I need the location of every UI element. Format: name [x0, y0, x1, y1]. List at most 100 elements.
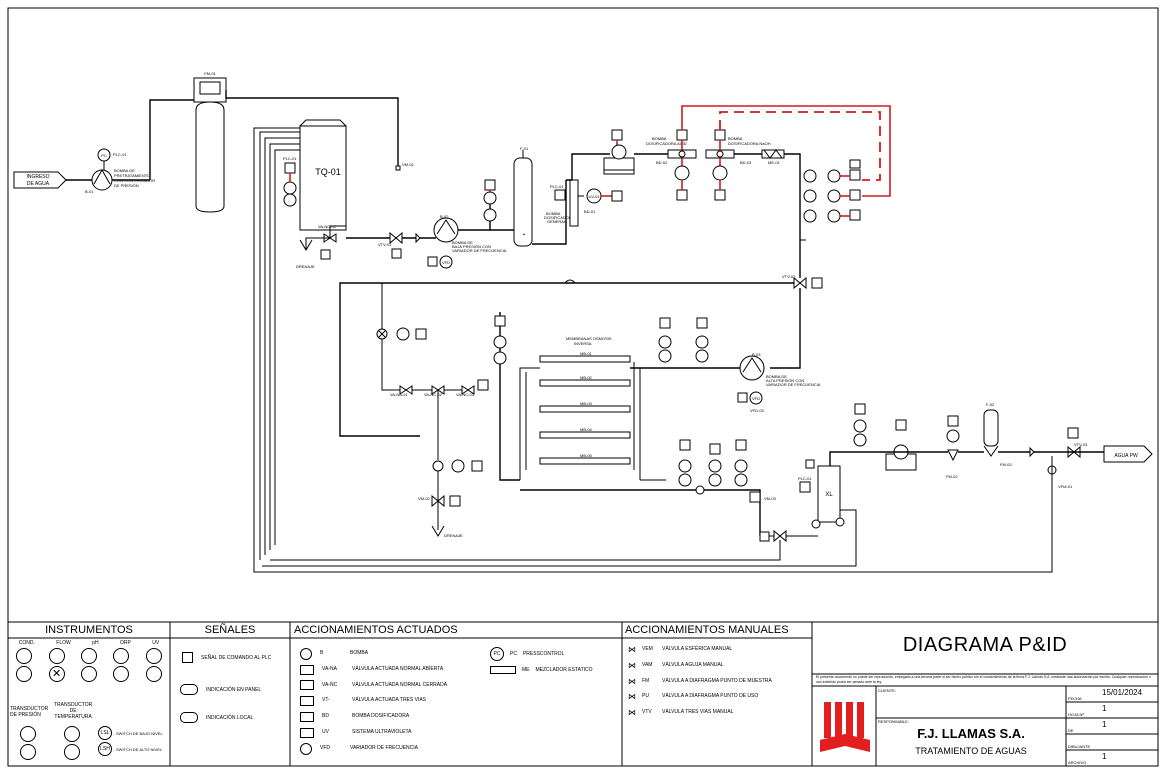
temp-transducer-line1: TRANSDUCTOR: [54, 702, 93, 708]
drawing-title: DIAGRAMA P&ID: [902, 634, 1068, 656]
manual-valve-icon: ⋈: [628, 676, 636, 686]
fm01-tag: FM-01: [204, 71, 216, 76]
bd01-desc-1: BOMBA: [546, 211, 561, 216]
mb01-tag: MB-01: [580, 351, 593, 356]
col-uv: UV: [152, 640, 160, 646]
legend-signals: SEÑALES SEÑAL DE COMANDO AL PLC INDICACI…: [170, 622, 290, 766]
actuated-symbol-icon: [300, 696, 314, 707]
pc01-plc: PLC-01: [113, 152, 127, 157]
panel-indication-symbol: [180, 684, 198, 695]
actuated-label: BOMBA: [350, 650, 369, 656]
b02-desc-3: VARIADOR DE FRECUENCIA: [452, 248, 507, 253]
mb05-tag: MB-05: [580, 453, 593, 458]
pc-symbol: PC: [490, 647, 504, 661]
signals-heading: SEÑALES: [204, 624, 256, 636]
vfm-tag: VFM-01: [1058, 484, 1073, 489]
bd-acid-2: DOSIFICADORA ACID: [646, 141, 687, 146]
vfd02-tag: VFD: [442, 260, 450, 265]
actuated-right-item: ME MEZCLADOR ESTATICO: [490, 662, 593, 678]
manual-code: VTV: [642, 709, 652, 716]
instrument-symbols-row2: ✕: [8, 666, 170, 682]
vm02-tag: VM-02: [418, 496, 431, 501]
pc-code: PC: [510, 651, 517, 657]
uv-second-stage: [853, 403, 917, 471]
vtv02-tag: VTV-02: [782, 274, 796, 279]
va-nc01-tag: VA-NC-01: [318, 224, 337, 229]
membranes-title-1: MEMBRANAS OSMOSIS: [566, 336, 612, 341]
inlet-label-line1: INGRESO: [26, 174, 49, 180]
xl-tag: XL: [825, 492, 833, 498]
filter-fm01: FM-01: [193, 71, 227, 213]
temp-transducer-line3: TEMPERATURA: [54, 714, 92, 720]
temp-transducer-line2: DE: [69, 708, 77, 714]
xl-plc-tag: PLC-01: [798, 476, 812, 481]
manual-valve-icon: ⋈: [628, 692, 636, 702]
vtv03-tag: VTV-03: [1074, 442, 1088, 447]
title-field-row: DE 1: [1066, 718, 1158, 734]
fm-valves: FM-02: [946, 415, 960, 479]
svg-text:+: +: [523, 232, 526, 238]
title-field-label: DE: [1068, 728, 1074, 733]
bd-naoh-1: BOMBA: [728, 136, 743, 141]
dosing-bd01: PLC-01 BOMBA DOSIFICADORA GENERAL BD-01: [544, 179, 596, 227]
manual-label: VÁLVULA A DIAFRAGMA PUNTO DE MUESTRA: [662, 677, 772, 684]
b03-desc-2: ALTA PRESIÓN CON: [766, 378, 804, 383]
vm03-tag: VM-03: [764, 496, 777, 501]
legend-instruments: INSTRUMENTOS COND. FLOW pH ORP UV ✕ TRAN…: [8, 622, 170, 766]
pc-label: PRESSCONTROL: [522, 651, 565, 657]
title-field-value: 1: [1102, 720, 1107, 729]
bd01-plc-tag: PLC-01: [550, 184, 564, 189]
instrument-symbols-row: [8, 648, 170, 664]
legal-notice: El presente documento no puede ser repro…: [816, 675, 1151, 684]
outlet-arrow: AGUA PW: [1103, 445, 1153, 463]
signal-panel-label: INDICACIÓN EN PANEL: [206, 686, 262, 693]
right-instrument-cluster: [803, 159, 861, 223]
manual-label: VÁLVULA TRES VIAS MANUAL: [662, 709, 734, 716]
actuated-symbol-icon: [300, 712, 314, 723]
b02-tag: B-02: [440, 214, 449, 219]
actuated-label: VÁLVULA ACTUADA NORMAL CERRADA: [352, 681, 448, 688]
uv-tag: UV-01: [588, 194, 600, 199]
valve-vtv02: VTV-02: [782, 274, 823, 290]
svg-text:F-02: F-02: [986, 402, 995, 407]
tank-plc-tag: PLC-01: [283, 156, 297, 161]
tank-tq01: TQ-01: [299, 119, 347, 231]
signal-local-label: INDICACIÓN LOCAL: [206, 714, 254, 721]
outlet-label: AGUA PW: [1114, 453, 1138, 459]
valve-va-nc01: VA-NC-01: [318, 224, 337, 243]
title-block: DIAGRAMA P&ID El presente documento no p…: [812, 622, 1158, 766]
actuated-symbol-icon: [300, 742, 312, 755]
col-flow: FLOW: [56, 640, 71, 646]
cartridge-filter: F-02: [983, 402, 999, 457]
bd-acid-1: BOMBA: [652, 136, 667, 141]
title-block-frame: [812, 673, 1158, 766]
svg-text:VFD: VFD: [752, 396, 760, 401]
mb04-tag: MB-04: [580, 427, 593, 432]
actuated-code: VA-NA: [322, 665, 337, 672]
responsible-label: RESPONSABLE:: [878, 719, 909, 724]
bd01-desc-3: GENERAL: [547, 219, 567, 224]
actuated-code: BD: [322, 713, 329, 720]
valve-vtv03: VTV-03 VFM-01: [1047, 427, 1088, 489]
manual-valve-icon: ⋈: [628, 660, 636, 670]
drain1-label: DRENAJE: [296, 264, 315, 269]
high-level-label: SWITCH DE ALTO NIVEL: [116, 746, 163, 752]
va-na01-tag: VA-NA-01: [390, 392, 408, 397]
vfd03-tag: VFD-03: [750, 408, 765, 413]
me-label: MEZCLADOR ESTATICO: [535, 667, 593, 673]
tank-xl: XL PLC-01: [798, 459, 845, 529]
company-logo: [818, 694, 872, 758]
me-code: ME: [522, 667, 530, 673]
low-level-label: SWITCH DE BAJO NIVEL: [116, 730, 163, 736]
va-nc03-tag: VA-NC-03: [456, 392, 475, 397]
actuated-symbol-icon: [300, 664, 314, 675]
